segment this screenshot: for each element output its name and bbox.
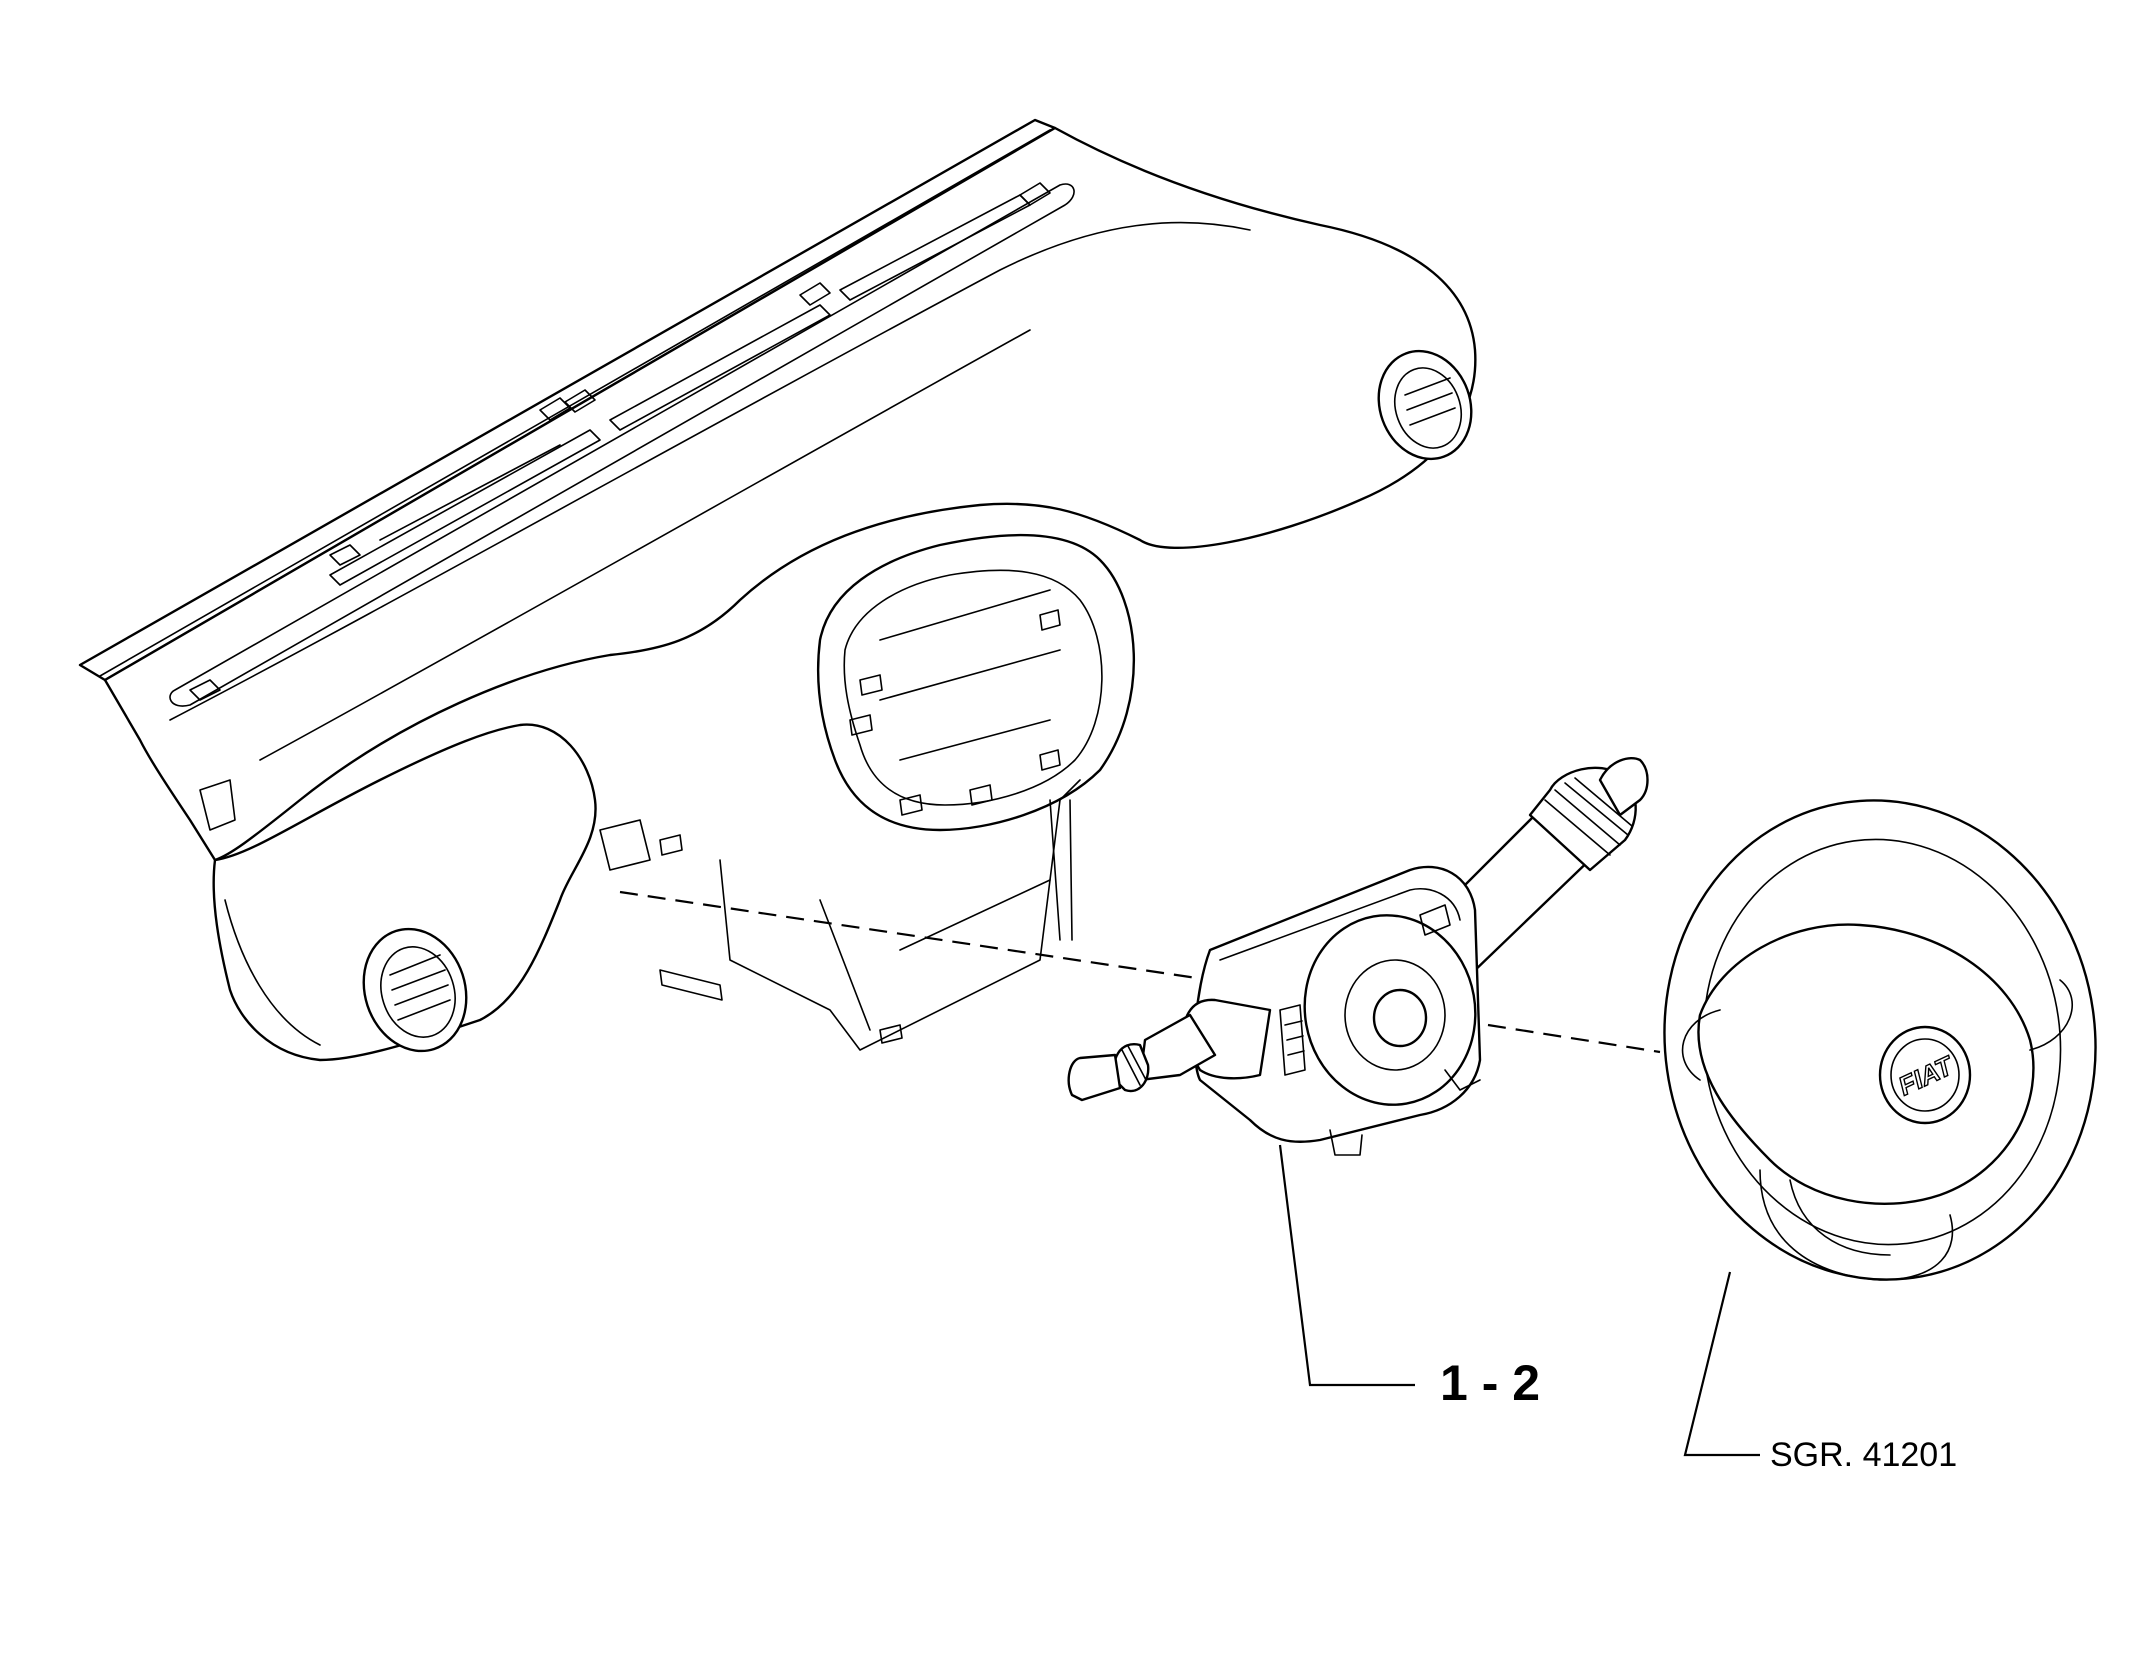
reference-leader-line <box>1683 1271 1760 1457</box>
part-leader-line <box>1278 1144 1415 1387</box>
steering-column-switch <box>1067 757 1649 1156</box>
steering-wheel: FIAT <box>1663 799 2097 1281</box>
instrument-cluster-opening <box>816 533 1135 832</box>
reference-callout: SGR. 41201 <box>1683 1271 1957 1474</box>
alignment-line-dash-to-switch <box>619 890 1211 982</box>
dashboard-assembly <box>78 118 1477 1062</box>
part-callout: 1 - 2 <box>1278 1144 1540 1411</box>
fiat-logo-badge: FIAT <box>1878 1025 1972 1125</box>
part-number-label: 1 - 2 <box>1440 1355 1540 1411</box>
left-air-vent <box>362 927 468 1053</box>
right-air-vent <box>1377 349 1473 461</box>
defroster-vents <box>169 182 1075 707</box>
drawing-reference-label: SGR. 41201 <box>1770 1436 1957 1474</box>
